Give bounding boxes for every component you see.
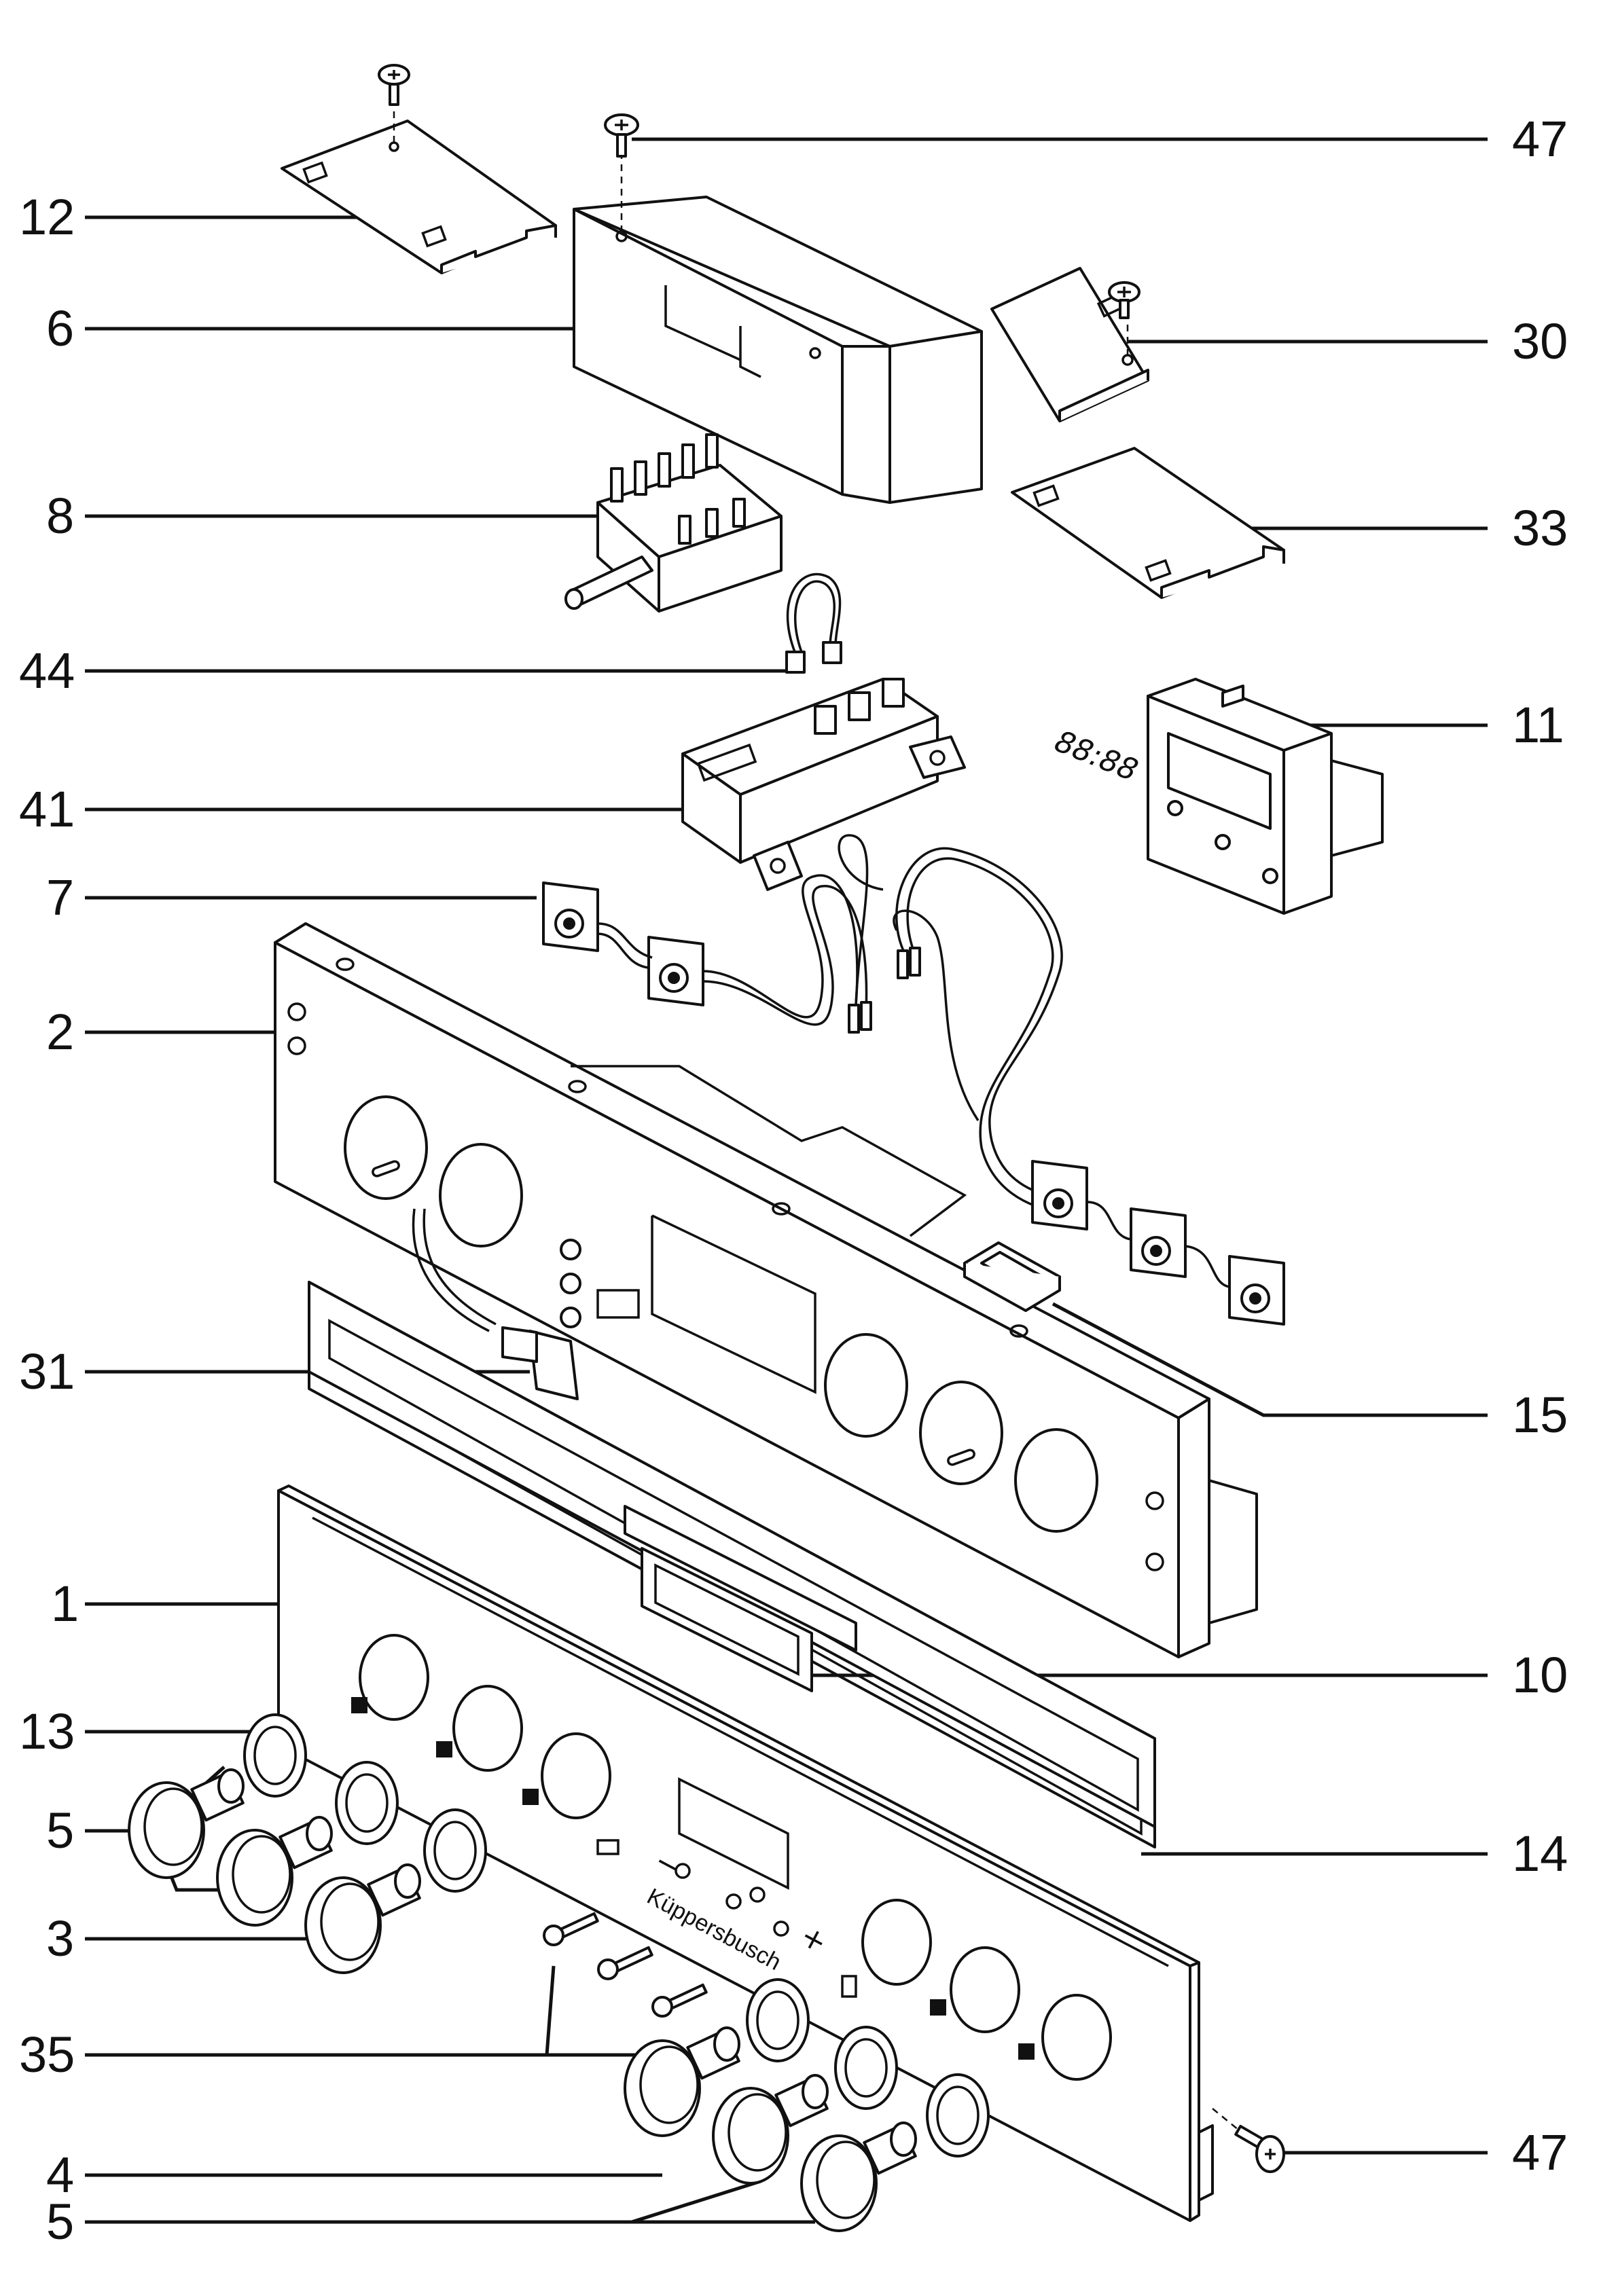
- push-buttons-35: [543, 1912, 708, 2018]
- screw-6: [604, 113, 639, 158]
- callout-44: 44: [19, 642, 75, 699]
- callout-10: 10: [1512, 1647, 1568, 1703]
- callout-1: 1: [51, 1575, 79, 1632]
- connector-31: [412, 1208, 579, 1400]
- knobs: [128, 1768, 917, 2232]
- callout-5-upper: 5: [46, 1802, 74, 1859]
- callout-47-top: 47: [1512, 111, 1568, 167]
- knob-5-top: [128, 1768, 245, 1879]
- callout-47-bottom: 47: [1512, 2124, 1568, 2181]
- support-frame-2: [274, 922, 1258, 1658]
- callout-11: 11: [1512, 697, 1564, 753]
- callout-41: 41: [19, 781, 75, 837]
- callout-numbers: 12 6 8 44 41 7 2 31 1 13 5 3 35 4 5 47 3…: [19, 111, 1568, 2250]
- callout-12: 12: [19, 189, 75, 245]
- knob-5-mid: [216, 1816, 333, 1927]
- callout-7: 7: [46, 869, 74, 926]
- plate-33: [1011, 447, 1285, 599]
- frame-gasket-14: [308, 1281, 1156, 1848]
- callout-13: 13: [19, 1703, 75, 1760]
- thermometer-icon: [841, 1975, 857, 1998]
- panel-symbol-icon: [930, 1999, 946, 2016]
- knob-5-lower-a: [712, 2074, 829, 2185]
- spark-connectors-7: [542, 834, 1285, 1326]
- clock-timer-11: 88:88: [1047, 678, 1384, 915]
- callout-8: 8: [46, 488, 74, 544]
- clock-display-text: 88:88: [1047, 725, 1145, 787]
- callout-14: 14: [1512, 1825, 1568, 1882]
- callout-3: 3: [46, 1910, 74, 1967]
- knob-4: [624, 2026, 740, 2137]
- callout-6: 6: [46, 300, 74, 357]
- grommet-15: [963, 1241, 1061, 1312]
- panel-symbol-icon: [351, 1697, 367, 1713]
- callout-31: 31: [19, 1343, 75, 1400]
- selector-switch-8: [564, 433, 783, 613]
- bracket-6: [573, 156, 983, 504]
- panel-symbol-icon: [436, 1741, 452, 1757]
- cover-plate-12: [281, 95, 557, 274]
- screw-12: [378, 64, 410, 106]
- callout-15: 15: [1512, 1387, 1568, 1443]
- callout-30: 30: [1512, 313, 1568, 369]
- display-window-10: [624, 1505, 857, 1692]
- panel-symbol-icon: [596, 1839, 619, 1855]
- knob-rings-13: [243, 1713, 990, 2157]
- panel-symbol-icon: [1018, 2043, 1035, 2060]
- igniter-unit-41: [681, 678, 966, 891]
- knob-3: [304, 1863, 421, 1974]
- callout-4: 4: [46, 2147, 74, 2203]
- callout-2: 2: [46, 1004, 74, 1060]
- jumper-wire-44: [785, 572, 842, 674]
- callout-33: 33: [1512, 500, 1568, 556]
- bracket-30: [990, 267, 1149, 422]
- knob-5-lower-b: [800, 2121, 917, 2232]
- panel-symbol-icon: [522, 1789, 539, 1805]
- control-panel-1: − + Küppersbusch: [277, 1484, 1200, 2222]
- screw-47-bottom: [1198, 2108, 1285, 2202]
- callout-5-lower: 5: [46, 2193, 74, 2250]
- callout-35: 35: [19, 2026, 75, 2083]
